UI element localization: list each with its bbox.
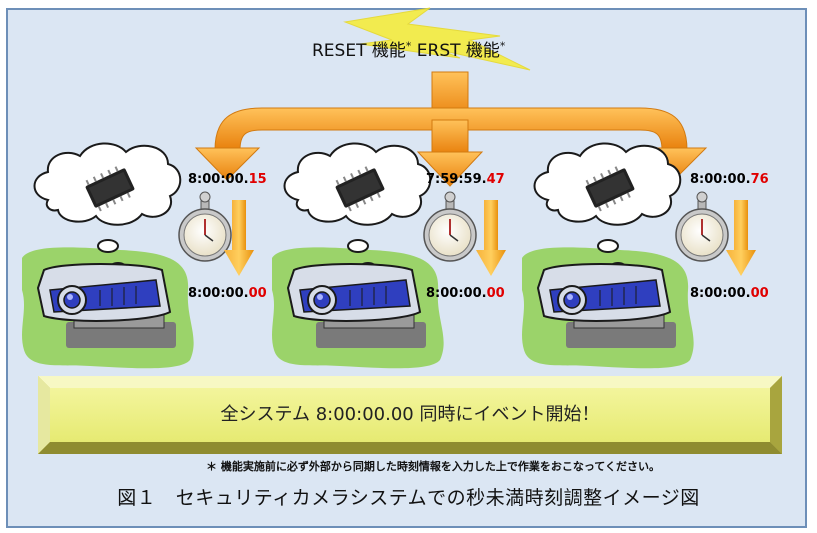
stopwatch-icon xyxy=(178,191,232,262)
lightning-icon xyxy=(343,7,531,71)
system-1-time-after: 8:00:00.00 xyxy=(188,286,267,301)
erst-label: ERST 機能 xyxy=(416,41,500,61)
event-banner-text: 全システム 8:00:00.00 同時にイベント開始！ xyxy=(220,404,600,425)
reset-label: RESET 機能 xyxy=(312,41,406,61)
footnote-mark: * xyxy=(405,39,412,53)
headline: RESET 機能* ERST 機能* xyxy=(312,36,505,61)
down-arrow-icon xyxy=(726,200,756,276)
system-2-time-before: 7:59:59.47 xyxy=(426,172,505,187)
down-arrow-icon xyxy=(224,200,254,276)
system-2 xyxy=(272,142,506,369)
down-arrow-icon xyxy=(476,200,506,276)
camera-icon xyxy=(36,263,176,348)
system-1 xyxy=(22,142,254,369)
event-banner-box xyxy=(38,376,782,454)
stopwatch-icon xyxy=(675,191,729,262)
system-2-time-after: 8:00:00.00 xyxy=(426,286,505,301)
camera-icon xyxy=(286,263,426,348)
chip-icon xyxy=(585,166,635,212)
chip-icon xyxy=(85,166,135,212)
system-3-time-before: 8:00:00.76 xyxy=(690,172,769,187)
footnote: ＊ 機能実施前に必ず外部から同期した時刻情報を入力した上で作業をおこなってくださ… xyxy=(206,460,660,473)
camera-icon xyxy=(536,263,676,348)
system-3-time-after: 8:00:00.00 xyxy=(690,286,769,301)
stopwatch-icon xyxy=(423,191,477,262)
system-1-time-before: 8:00:00.15 xyxy=(188,172,267,187)
chip-icon xyxy=(335,166,385,212)
figure-caption: 図１ セキュリティカメラシステムでの秒未満時刻調整イメージ図 xyxy=(117,487,700,509)
footnote-mark: * xyxy=(499,39,506,53)
system-3 xyxy=(522,142,756,369)
